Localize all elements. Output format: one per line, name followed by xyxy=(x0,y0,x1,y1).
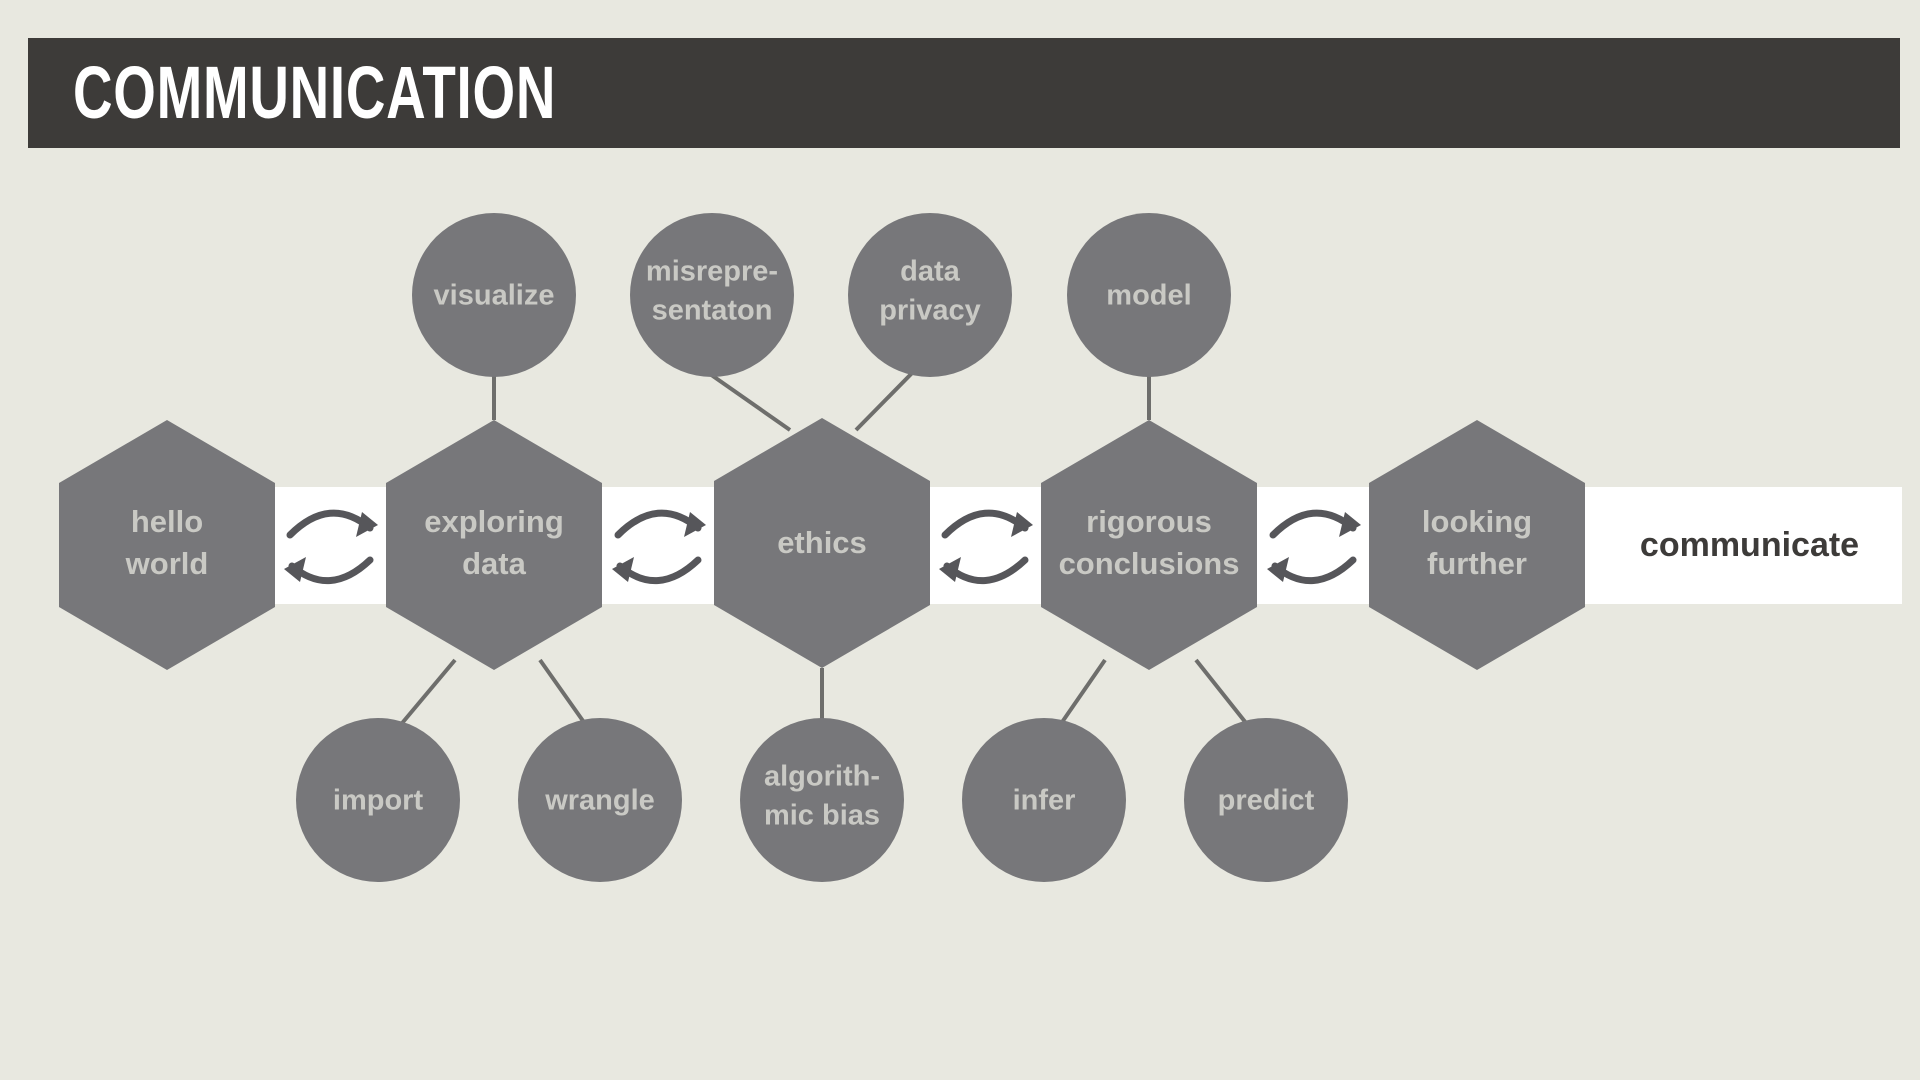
predict-circle[interactable] xyxy=(1184,718,1348,882)
exploring-data-label-line1: exploring xyxy=(424,504,564,539)
model-label-line1: model xyxy=(1106,280,1191,312)
predict-label-line1: predict xyxy=(1218,785,1315,817)
infer-circle[interactable] xyxy=(962,718,1126,882)
infer-label-line1: infer xyxy=(1013,785,1076,817)
flow-arrows xyxy=(284,509,1361,584)
algorithmic-bias-label-line1: algorith- xyxy=(764,761,880,793)
rigorous-conclusions-label-line2: conclusions xyxy=(1059,546,1240,581)
misrepresentaton-circle[interactable] xyxy=(630,213,794,377)
node-infer[interactable]: infer xyxy=(962,718,1126,882)
node-hello-world[interactable]: hello world xyxy=(59,420,275,670)
communicate-label: communicate xyxy=(1639,526,1860,564)
flow-link-rigorous-conclusions-looking-further xyxy=(1267,509,1361,584)
algorithmic-bias-label-line2: mic bias xyxy=(764,800,880,832)
node-data-privacy[interactable]: data privacy xyxy=(848,213,1012,377)
bottom-nodes: import wrangle algorith- mic bias infer … xyxy=(296,718,1348,882)
connector-exploring-data-import xyxy=(396,658,457,730)
hello-world-label-line2: world xyxy=(125,546,209,581)
looking-further-label-line1: looking xyxy=(1422,504,1532,539)
node-rigorous-conclusions[interactable]: rigorous conclusions xyxy=(1041,420,1257,670)
flow-link-exploring-data-ethics xyxy=(612,509,706,584)
title-bar: COMMUNICATION xyxy=(28,38,1900,148)
connector-ethics-misrepresentaton xyxy=(698,365,792,432)
hello-world-hexagon[interactable] xyxy=(59,420,275,670)
connector-rigorous-conclusions-infer xyxy=(1056,658,1107,730)
data-privacy-label-line1: data xyxy=(900,256,961,288)
main-nodes: hello world exploring data ethics rigoro… xyxy=(59,418,1585,670)
connector-exploring-data-wrangle xyxy=(538,658,590,730)
looking-further-label-line2: further xyxy=(1427,546,1527,581)
rigorous-conclusions-label-line1: rigorous xyxy=(1086,504,1212,539)
wrangle-label-line1: wrangle xyxy=(544,785,655,817)
flow-link-hello-world-exploring-data xyxy=(284,509,378,584)
algorithmic-bias-circle[interactable] xyxy=(740,718,904,882)
node-import[interactable]: import xyxy=(296,718,460,882)
communicate-callout[interactable]: communicate xyxy=(1598,487,1901,604)
import-label-line1: import xyxy=(333,785,424,817)
node-wrangle[interactable]: wrangle xyxy=(518,718,682,882)
exploring-data-hexagon[interactable] xyxy=(386,420,602,670)
node-predict[interactable]: predict xyxy=(1184,718,1348,882)
data-privacy-circle[interactable] xyxy=(848,213,1012,377)
node-algorithmic-bias[interactable]: algorith- mic bias xyxy=(740,718,904,882)
looking-further-hexagon[interactable] xyxy=(1369,420,1585,670)
exploring-data-label-line2: data xyxy=(462,546,527,581)
node-exploring-data[interactable]: exploring data xyxy=(386,420,602,670)
node-model[interactable]: model xyxy=(1067,213,1231,377)
import-circle[interactable] xyxy=(296,718,460,882)
model-circle[interactable] xyxy=(1067,213,1231,377)
node-visualize[interactable]: visualize xyxy=(412,213,576,377)
page-title: COMMUNICATION xyxy=(73,51,557,134)
connector-rigorous-conclusions-predict xyxy=(1194,658,1252,730)
data-privacy-label-line2: privacy xyxy=(879,295,981,327)
ethics-hexagon[interactable] xyxy=(714,418,930,668)
node-ethics[interactable]: ethics xyxy=(714,418,930,668)
misrepresentaton-label-line1: misrepre- xyxy=(646,256,778,288)
hello-world-label-line1: hello xyxy=(131,504,203,539)
visualize-label-line1: visualize xyxy=(434,280,555,312)
node-misrepresentaton[interactable]: misrepre- sentaton xyxy=(630,213,794,377)
connector-ethics-data-privacy xyxy=(854,365,920,432)
rigorous-conclusions-hexagon[interactable] xyxy=(1041,420,1257,670)
visualize-circle[interactable] xyxy=(412,213,576,377)
ethics-label-line1: ethics xyxy=(777,525,867,560)
misrepresentaton-label-line2: sentaton xyxy=(652,295,773,327)
top-nodes: visualize misrepre- sentaton data privac… xyxy=(412,213,1231,377)
wrangle-circle[interactable] xyxy=(518,718,682,882)
node-looking-further[interactable]: looking further xyxy=(1369,420,1585,670)
flow-link-ethics-rigorous-conclusions xyxy=(939,509,1033,584)
